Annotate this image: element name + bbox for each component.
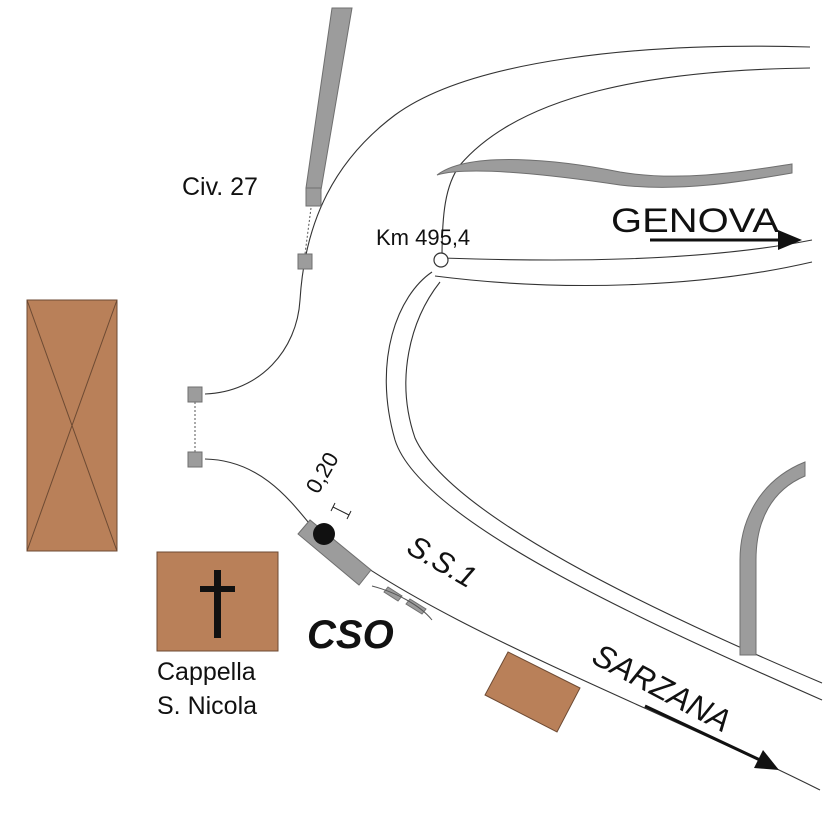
wall-civ-27 (305, 7, 353, 191)
civ-27-block (305, 187, 322, 207)
site-curb (371, 585, 433, 621)
gray-features (187, 7, 806, 656)
pillar-left-bottom (187, 451, 203, 468)
road-edge-ss1-outer (385, 271, 823, 701)
site-code-label: CSO (307, 613, 394, 657)
road-edge-upper-outer (204, 45, 811, 395)
cross-icon (200, 570, 235, 638)
road-edge-genova-bottom (434, 261, 813, 287)
circle-marker-icon (433, 252, 449, 268)
site-platform (297, 519, 372, 586)
arrow-icon (644, 704, 779, 770)
chapel-label-line1: Cappella (157, 658, 256, 686)
filled-dot-icon (313, 523, 335, 545)
km-label: Km 495,4 (376, 225, 470, 250)
road-edge-ss1-inner (405, 281, 823, 684)
pillar-left-top (187, 386, 203, 403)
small-block-1 (383, 586, 403, 602)
building-south (484, 651, 581, 733)
arrow-icon (650, 230, 802, 250)
road-genova (204, 45, 813, 395)
road-label: S.S.1 (402, 529, 482, 594)
buildings (26, 299, 581, 733)
chapel-label-line2: S. Nicola (157, 692, 257, 720)
pillar-civ (297, 253, 313, 270)
distance-tick (330, 502, 352, 520)
building-left-diagonal-2 (26, 299, 118, 552)
distance-label: 0,20 (301, 448, 344, 498)
median-island (436, 159, 793, 188)
connectors (194, 207, 312, 452)
road-edge-upper-inner (441, 67, 811, 259)
destination-north-label: GENOVA (611, 202, 779, 240)
civ-label: Civ. 27 (182, 173, 258, 201)
road-edge-genova-top (441, 239, 813, 261)
road-edge-south (204, 458, 821, 791)
curved-wall-right (739, 461, 806, 656)
